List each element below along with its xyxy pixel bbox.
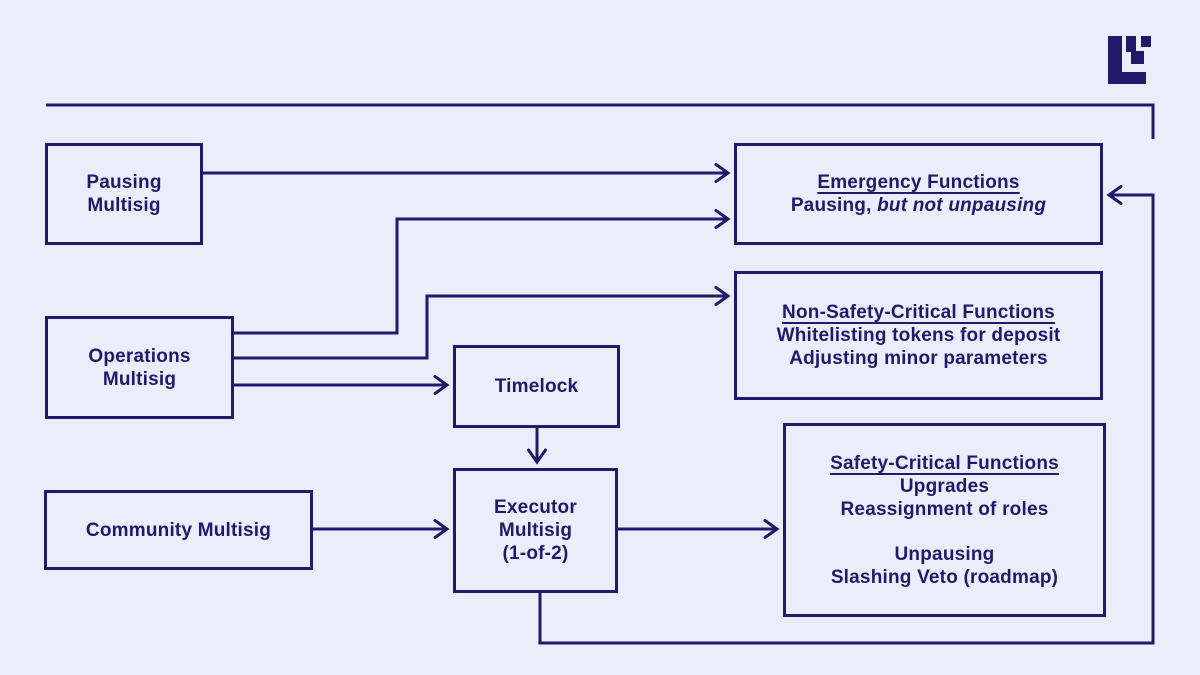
node-title: Safety-Critical Functions <box>830 452 1059 474</box>
node-label-line: Timelock <box>494 376 579 397</box>
node-label-line: Operations <box>88 345 191 367</box>
body-text-italic: but not unpausing <box>877 195 1047 216</box>
node-label-line: Community Multisig <box>85 519 272 541</box>
node-body-line: Adjusting minor parameters <box>789 348 1048 369</box>
arrow-executor-loop-to-emergency <box>538 185 1155 645</box>
node-body-line: Slashing Veto (roadmap) <box>830 566 1059 588</box>
node-label-line: Multisig <box>498 520 573 541</box>
node-body-line: Upgrades <box>899 475 990 497</box>
node-title: Emergency Functions <box>817 172 1020 193</box>
node-body-line: Whitelisting tokens for deposit <box>776 325 1061 346</box>
node-label-line: Multisig <box>87 195 161 216</box>
arrow-operations-to-nonsafety <box>234 286 731 360</box>
node-label-line: (1-of-2) <box>502 543 569 564</box>
node-non-safety-critical-functions: Non-Safety-Critical Functions Whitelisti… <box>734 271 1103 400</box>
top-rule-line <box>46 103 1155 139</box>
node-emergency-functions: Emergency Functions Pausing, but not unp… <box>734 143 1103 245</box>
body-text: Pausing, <box>790 195 878 216</box>
node-executor-multisig: Executor Multisig (1-of-2) <box>453 468 618 593</box>
node-community-multisig: Community Multisig <box>44 490 313 570</box>
node-operations-multisig: Operations Multisig <box>45 316 234 419</box>
node-body-line: Reassignment of roles <box>840 498 1049 520</box>
node-pausing-multisig: Pausing Multisig <box>45 143 203 245</box>
node-safety-critical-functions: Safety-Critical Functions Upgrades Reass… <box>783 423 1106 617</box>
node-timelock: Timelock <box>453 345 620 428</box>
node-label-line: Multisig <box>102 368 177 390</box>
node-label-line: Pausing <box>86 172 162 193</box>
node-body-line: Pausing, but not unpausing <box>791 194 1046 217</box>
l2beat-logo-icon <box>1108 36 1151 84</box>
node-title: Non-Safety-Critical Functions <box>782 302 1055 323</box>
node-label-line: Executor <box>494 497 577 518</box>
node-body-line: Unpausing <box>894 543 995 565</box>
arrow-operations-to-emergency <box>234 209 731 335</box>
